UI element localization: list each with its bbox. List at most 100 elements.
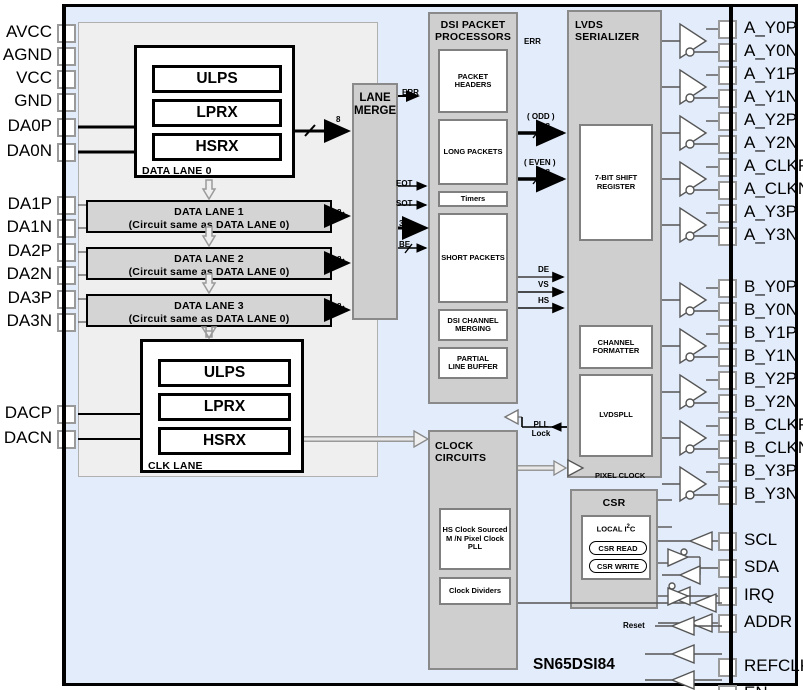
data-lane-1-subtitle: (Circuit same as DATA LANE 0)	[128, 219, 290, 231]
pin-pad-a_y3p	[718, 204, 737, 223]
csr-read-button[interactable]: CSR READ	[589, 541, 647, 555]
pll-lock-label: PLL Lock	[531, 420, 551, 438]
pin-label-b_y3n: B_Y3N	[744, 484, 798, 503]
lane-merge-out-be: BE	[399, 240, 411, 249]
clk-lane-block-lprx: LPRX	[158, 393, 291, 421]
pin-pad-scl	[718, 532, 737, 551]
pin-pad-da3n	[57, 313, 76, 332]
dsi-err-label: ERR	[524, 37, 541, 46]
pin-pad-da3p	[57, 290, 76, 309]
pin-pad-a_y3n	[718, 227, 737, 246]
pin-pad-a_y0n	[718, 43, 737, 62]
pin-label-a_y0p: A_Y0P	[744, 18, 797, 37]
clk-lane-caption: CLK LANE	[148, 460, 203, 472]
dsi-block-timers: Timers	[438, 191, 508, 207]
signal-de: DE	[538, 265, 550, 274]
pin-pad-en	[718, 685, 737, 690]
pin-pad-dacn	[57, 430, 76, 449]
local-i2c-superscript: 2	[626, 524, 630, 530]
csr-write-button[interactable]: CSR WRITE	[589, 559, 647, 573]
lane-merge-out-sot: SOT	[396, 199, 413, 208]
pin-label-b_y0n: B_Y0N	[744, 300, 798, 319]
dsi-packet-processors-title: DSI PACKET PROCESSORS	[434, 19, 512, 43]
pin-pad-avcc	[57, 24, 76, 43]
lane2-bus-label: 8	[337, 255, 342, 264]
local-i2c-tail: C	[629, 524, 636, 534]
data-lane-2-title: DATA LANE 2	[174, 253, 244, 265]
pin-pad-a_y0p	[718, 20, 737, 39]
data-lane-2-box: DATA LANE 2 (Circuit same as DATA LANE 0…	[86, 247, 332, 280]
pin-label-da2p: DA2P	[7, 241, 52, 260]
pin-label-da1p: DA1P	[7, 194, 52, 213]
pin-pad-dacp	[57, 405, 76, 424]
pin-label-da3p: DA3P	[7, 288, 52, 307]
pin-pad-b_clkn	[718, 440, 737, 459]
data-lane-3-box: DATA LANE 3 (Circuit same as DATA LANE 0…	[86, 294, 332, 327]
dsi-block-packet-headers: PACKET HEADERS	[438, 49, 508, 113]
data-lane-2-subtitle: (Circuit same as DATA LANE 0)	[128, 266, 290, 278]
lvds-serializer-box: LVDS SERIALIZER 7-BIT SHIFT REGISTER CHA…	[567, 10, 662, 480]
pin-label-a_y3n: A_Y3N	[744, 225, 798, 244]
clk-lane-block-ulps: ULPS	[158, 359, 291, 387]
pin-label-da3n: DA3N	[6, 311, 52, 330]
pin-pad-da2p	[57, 243, 76, 262]
lane-merge-out-err: ERR	[402, 88, 419, 97]
pin-label-a_clkn: A_CLKN	[744, 179, 803, 198]
pin-label-da0n: DA0N	[6, 141, 52, 160]
pin-pad-b_y3n	[718, 486, 737, 505]
pin-pad-da2n	[57, 266, 76, 285]
csr-local-i2c-box: LOCAL I2C CSR READ CSR WRITE	[581, 515, 651, 580]
clk-lane-box: ULPS LPRX HSRX CLK LANE	[140, 339, 304, 473]
pin-pad-vcc	[57, 70, 76, 89]
pin-pad-b_y2p	[718, 371, 737, 390]
lane-merge-out-32: 32	[399, 219, 408, 228]
pin-label-scl: SCL	[744, 530, 778, 549]
pin-label-a_y0n: A_Y0N	[744, 41, 798, 60]
pin-label-b_y3p: B_Y3P	[744, 461, 797, 480]
pin-pad-da0p	[57, 118, 76, 137]
signal-hs: HS	[538, 296, 550, 305]
pin-pad-a_y2n	[718, 135, 737, 154]
pin-pad-da0n	[57, 143, 76, 162]
pin-label-a_y2p: A_Y2P	[744, 110, 797, 129]
pin-pad-b_y1n	[718, 348, 737, 367]
pin-label-b_clkp: B_CLKP	[744, 415, 803, 434]
pin-label-dacp: DACP	[4, 403, 52, 422]
lane-merge-title: LANE MERGE	[354, 92, 397, 117]
pin-label-a_y1n: A_Y1N	[744, 87, 798, 106]
data-lane-3-subtitle: (Circuit same as DATA LANE 0)	[128, 313, 290, 325]
pin-pad-refclk	[718, 658, 737, 677]
pin-pad-b_y3p	[718, 463, 737, 482]
odd-bus-name: ( ODD )	[527, 112, 555, 121]
pin-label-dacn: DACN	[3, 428, 52, 447]
pin-pad-a_y1p	[718, 66, 737, 85]
pin-label-b_y1n: B_Y1N	[744, 346, 798, 365]
lane-merge-bus-label-0: 8	[336, 115, 341, 124]
lane-merge-out-eot: EOT	[396, 179, 413, 188]
pin-label-b_y2n: B_Y2N	[744, 392, 798, 411]
pin-label-agnd: AGND	[2, 45, 52, 64]
lane3-bus-label: 8	[337, 302, 342, 311]
pin-label-sda: SDA	[744, 557, 779, 576]
data-lane-0-block-lprx: LPRX	[152, 99, 282, 127]
pin-label-a_y1p: A_Y1P	[744, 64, 797, 83]
pin-label-b_y1p: B_Y1P	[744, 323, 797, 342]
pixel-clock-label: PIXEL CLOCK	[595, 471, 646, 480]
pin-label-irq: IRQ	[744, 585, 775, 604]
pin-pad-a_y2p	[718, 112, 737, 131]
clock-circuits-title: CLOCK CIRCUITS	[435, 440, 487, 464]
even-bus-width: 18	[541, 168, 550, 177]
pin-pad-sda	[718, 559, 737, 578]
dsi-block-partial-line-buffer: PARTIAL LINE BUFFER	[438, 347, 508, 379]
odd-bus-width: 18	[541, 122, 550, 131]
data-lane-0-block-hsrx: HSRX	[152, 133, 282, 161]
pin-label-b_y2p: B_Y2P	[744, 369, 797, 388]
dsi-block-short-packets: SHORT PACKETS	[438, 213, 508, 303]
dsi-block-dsi-channel-merging: DSI CHANNEL MERGING	[438, 309, 508, 341]
pin-label-a_clkp: A_CLKP	[744, 156, 803, 175]
pin-label-da1n: DA1N	[6, 217, 52, 236]
data-lane-0-block-ulps: ULPS	[152, 65, 282, 93]
pin-pad-b_clkp	[718, 417, 737, 436]
clock-block-pll: HS Clock Sourced M /N Pixel Clock PLL	[439, 508, 511, 570]
pin-pad-da1p	[57, 196, 76, 215]
